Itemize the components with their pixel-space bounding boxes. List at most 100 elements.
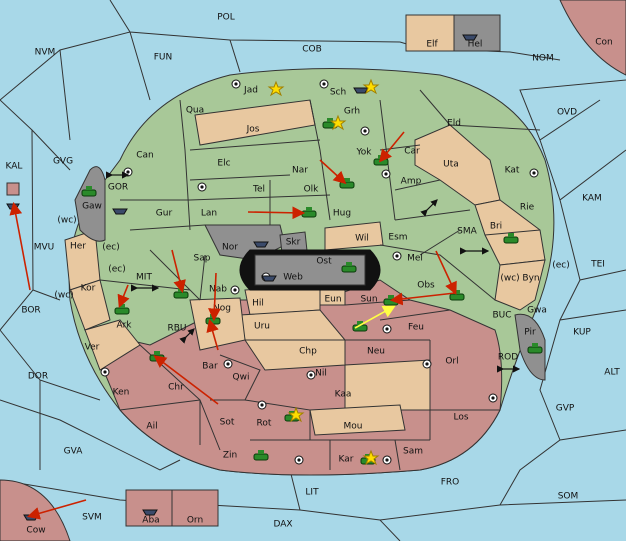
land-label-qua: Qua [186,106,204,116]
sea-labels: POL NVM FUN COB NOM OVD KAL GVG GOR MVU … [6,13,621,530]
star-icon [287,406,305,423]
convoy-arrow-icon [420,199,438,217]
fleet-unit-icon[interactable] [462,34,478,41]
territory-borders [99,89,541,471]
convoy-arrow-icon-group [106,171,521,373]
support-arrow [354,305,396,329]
land-label-aba: Aba [142,516,159,526]
land-label-sun: Sun [360,295,377,305]
land-label-orl: Orl [445,357,458,367]
sea-label-kal: KAL [6,162,23,172]
land-label-sam: Sam [403,447,423,457]
army-unit-icon[interactable] [449,290,465,301]
land-label-uru: Uru [254,322,270,332]
supply-center-icon [360,126,370,136]
land-label-sap: Sap [194,254,211,264]
sea-label-bor: BOR [21,306,40,316]
fleet-unit-icon[interactable] [253,241,269,248]
land-label-can: Can [136,151,154,161]
sea-label-dax: DAX [273,520,292,530]
fleet-unit-icon[interactable] [142,509,158,516]
land-label-nog: Nog [213,304,231,314]
land-label-esm: Esm [388,233,407,243]
land-label-rot: Rot [257,419,272,429]
land-label-neu: Neu [367,347,385,357]
land-label-gur: Gur [156,209,173,219]
fleet-unit-icon[interactable] [261,275,277,282]
coast-label-ec-2: (ec) [108,265,126,275]
land-label-sch: Sch [330,88,346,98]
supply-center-icon [382,455,392,465]
supply-center-icon [392,251,402,261]
land-label-eun: Eun [324,295,341,305]
land-label-orn: Orn [187,516,203,526]
star-icon [362,78,380,95]
sea-label-som: SOM [558,492,579,502]
land-label-zin: Zin [223,451,237,461]
territory-kal-inner[interactable] [6,182,20,196]
land-label-ark: Ark [116,321,132,331]
army-unit-icon[interactable] [253,450,269,461]
move-arrow [153,355,219,405]
fleet-unit-icon[interactable] [353,87,369,94]
land-label-gaw: Gaw [82,202,102,212]
land-label-chp: Chp [299,347,317,357]
land-label-mel: Mel [407,254,423,264]
land-label-skr: Skr [286,238,301,248]
land-label-jos: Jos [246,125,260,135]
sea-label-nvm: NVM [35,48,56,58]
supply-center-icon [529,168,539,178]
coast-label-wc-2: (wc) [54,291,73,301]
territory-orn[interactable] [171,489,219,527]
move-arrow [26,499,87,520]
supply-center-icon [306,370,316,380]
sea-label-kup: KUP [573,328,591,338]
tan-territories [64,99,546,436]
land-label-gwa: Gwa [527,306,547,316]
star-icon [267,80,285,97]
coast-label-ec-3: (ec) [552,261,570,271]
land-label-ost: Ost [316,257,332,267]
army-unit-icon[interactable] [503,233,519,244]
move-arrow [208,272,221,322]
land-label-kat: Kat [505,166,520,176]
army-unit-icon[interactable] [341,262,357,273]
land-label-uta: Uta [443,160,459,170]
supply-center-icon [381,169,391,179]
land-label-chr: Chr [168,383,184,393]
move-arrow [247,206,306,220]
army-unit-icon[interactable] [81,186,97,197]
sea-label-cob: COB [302,45,322,55]
sea-label-pol: POL [217,13,235,23]
sea-label-dor: DOR [28,372,48,382]
land-label-kaa: Kaa [335,390,352,400]
land-label-web: Web [283,273,303,283]
fleet-unit-icon[interactable] [112,208,128,215]
sea-label-fun: FUN [154,53,173,63]
supply-center-icon [319,79,329,89]
land-label-her: Her [70,242,86,252]
land-label-grh: Grh [344,107,360,117]
sea-label-rbu: RBU [167,324,186,334]
supply-center-icon [100,367,110,377]
territory-hel[interactable] [453,14,501,52]
sea-label-ovd: OVD [557,108,577,118]
move-arrow [389,292,456,306]
supply-center-icon [231,79,241,89]
land-label-eld: Eld [447,119,461,129]
land-label-feu: Feu [408,323,424,333]
land-label-lan: Lan [201,209,217,219]
territory-elf[interactable] [405,14,455,52]
supply-center-icon [422,359,432,369]
coast-label-wc-1: (wc) [57,216,76,226]
sea-label-mit: MIT [136,273,152,283]
sea-label-gva: GVA [64,447,84,457]
land-label-bri: Bri [490,222,502,232]
land-label-hug: Hug [333,209,351,219]
land-label-elc: Elc [217,159,230,169]
territory-aba[interactable] [125,489,173,527]
land-label-ail: Ail [146,422,157,432]
army-unit-icon[interactable] [527,343,543,354]
